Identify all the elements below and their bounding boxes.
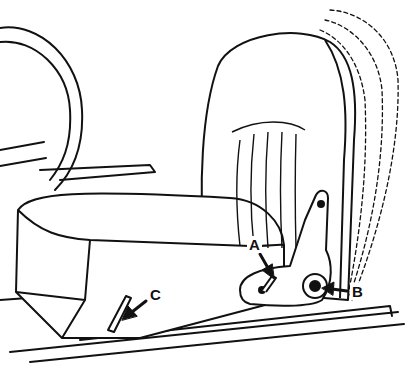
pleat-seam bbox=[232, 122, 305, 132]
pointer-arrow bbox=[132, 301, 146, 312]
arrow-head bbox=[262, 264, 274, 279]
steering-wheel bbox=[0, 42, 70, 180]
arrow-head bbox=[322, 282, 334, 295]
pointer-arrow bbox=[332, 289, 347, 291]
dashboard-edge bbox=[40, 165, 155, 180]
steering-wheel bbox=[0, 27, 82, 190]
pleat-line bbox=[237, 132, 296, 248]
seat-cushion bbox=[16, 194, 284, 338]
callout-letter: B bbox=[350, 283, 365, 300]
arrow-head bbox=[122, 306, 137, 320]
pivot-bolt bbox=[310, 281, 320, 291]
callout-letter: A bbox=[247, 236, 262, 253]
cushion-edge bbox=[16, 240, 90, 338]
cushion-edge bbox=[18, 210, 284, 246]
pivot bbox=[303, 274, 327, 298]
hinge-plate bbox=[240, 191, 331, 306]
callout-letter: C bbox=[148, 286, 163, 303]
pointer-arrow bbox=[260, 254, 268, 268]
steering-column bbox=[0, 142, 46, 166]
rivet bbox=[318, 201, 324, 207]
